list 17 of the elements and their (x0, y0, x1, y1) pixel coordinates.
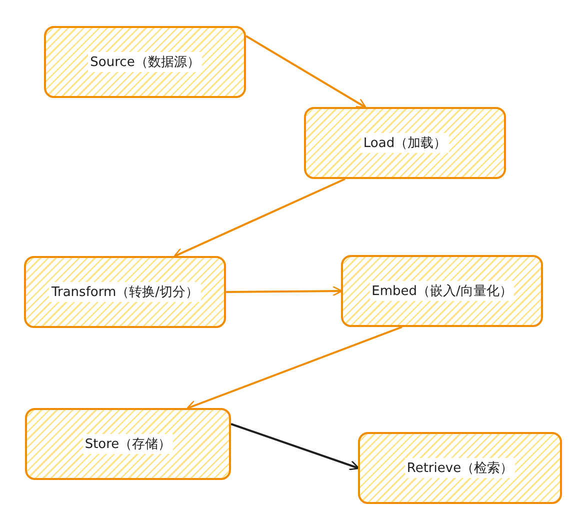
box-label: Source（数据源） (88, 52, 202, 72)
box-label: Load（加载） (361, 133, 449, 153)
box-label: Store（存储） (82, 434, 174, 454)
arrow (226, 286, 343, 296)
arrow (230, 423, 360, 470)
process-box (358, 432, 562, 504)
process-box (24, 256, 226, 328)
box-label: Embed（嵌入/向量化） (370, 281, 514, 301)
process-box (25, 408, 231, 480)
process-box (341, 255, 543, 327)
process-box (44, 26, 246, 98)
arrow (245, 35, 366, 108)
process-box (304, 107, 506, 179)
box-label: Retrieve（检索） (404, 458, 516, 478)
box-label: Transform（转换/切分） (49, 282, 201, 302)
arrow (174, 178, 346, 258)
arrow (186, 326, 402, 410)
